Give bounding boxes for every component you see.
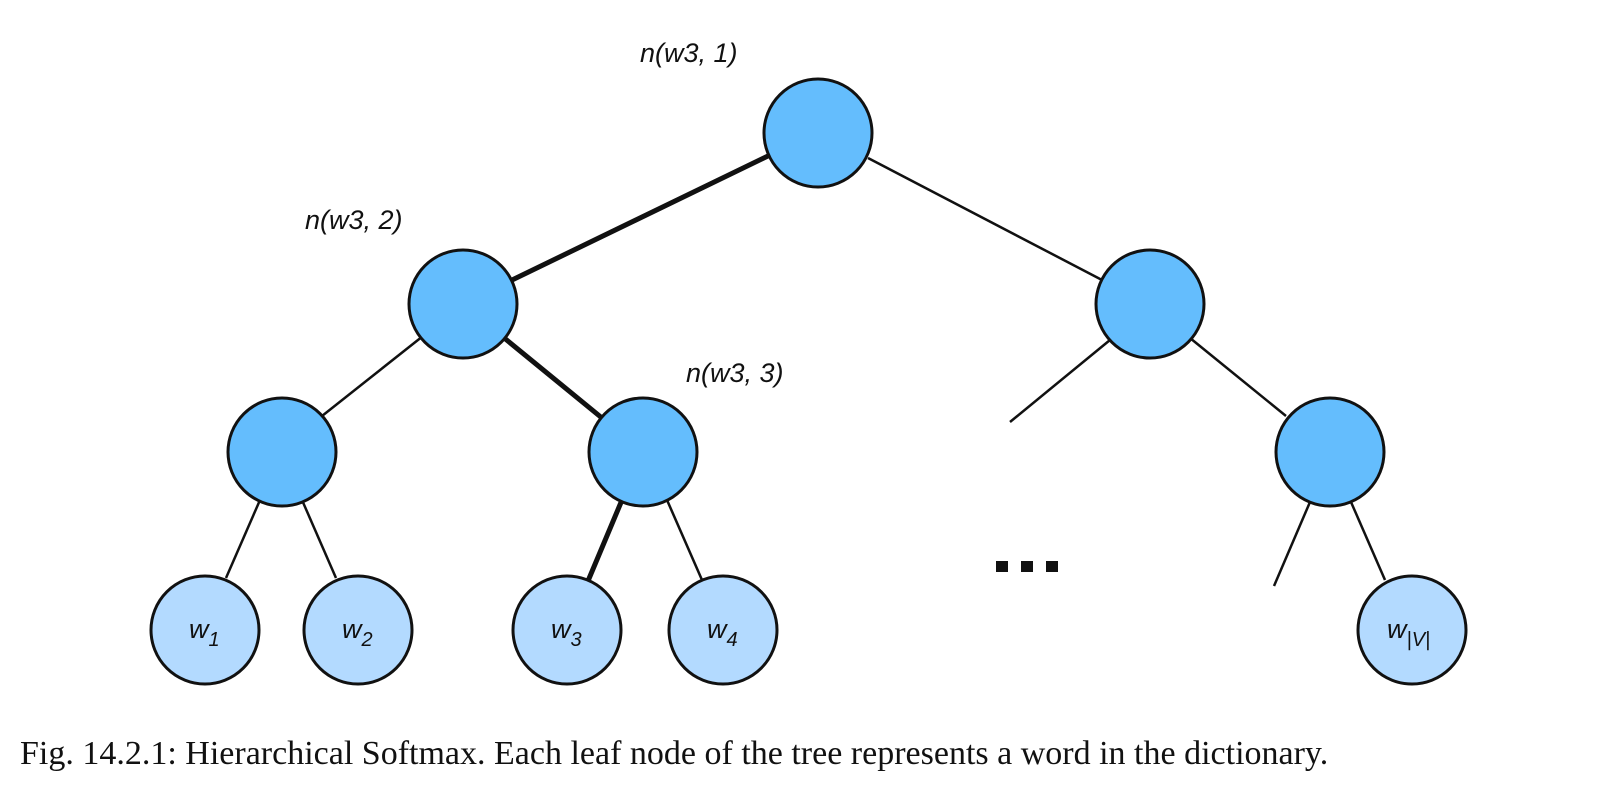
leaf-label-w2-sub: 2 — [361, 629, 373, 651]
leaf-label-w3-sub: 3 — [571, 629, 582, 651]
leaf-label-w2-base: w — [342, 614, 363, 644]
node-label-lr2: n(w3, 3) — [686, 358, 784, 388]
internal-nodes — [226, 77, 1386, 508]
leaf-label-w4-sub: 4 — [727, 629, 738, 651]
leaf-label-w2: w2 — [342, 614, 373, 651]
edge-r1-stub — [1009, 339, 1111, 423]
leaf-label-w1-sub: 1 — [209, 629, 220, 651]
edge-ll2-w1 — [224, 499, 262, 579]
leaf-nodes — [149, 574, 1468, 686]
tree-node-rr2 — [1274, 396, 1386, 508]
leaf-node-w4 — [667, 574, 779, 686]
path-edge-root-l1 — [507, 152, 773, 284]
node-label-root: n(w3, 1) — [640, 38, 738, 68]
ellipsis-marker — [996, 561, 1058, 572]
edge-root-right — [867, 156, 1103, 282]
tree-node-root — [762, 77, 874, 189]
leaf-label-w1: w1 — [189, 614, 220, 651]
ellipsis-dot — [1021, 561, 1033, 572]
ellipsis-dot — [1046, 561, 1058, 572]
tree-node-lr2 — [587, 396, 699, 508]
leaf-node-w3 — [511, 574, 623, 686]
edge-l1-ll2 — [321, 335, 424, 417]
leaf-label-w3-base: w — [551, 614, 572, 644]
tree-edges — [224, 156, 1387, 587]
leaf-label-wV-base: w — [1387, 614, 1408, 644]
leaf-label-w1-base: w — [189, 614, 210, 644]
leaf-label-w4: w4 — [707, 614, 738, 651]
path-edge-lr2-w3 — [585, 497, 625, 584]
path-edges — [500, 152, 773, 584]
leaf-node-w2 — [302, 574, 414, 686]
ellipsis-dot — [996, 561, 1008, 572]
tree-node-ll2 — [226, 396, 338, 508]
leaf-node-w1 — [149, 574, 261, 686]
tree-node-l1 — [407, 248, 519, 360]
leaf-node-wV — [1356, 574, 1468, 686]
edge-r1-rr2 — [1189, 337, 1287, 417]
leaf-label-wV: w|V| — [1387, 614, 1430, 651]
edge-lr2-w4 — [665, 499, 704, 581]
leaf-label-w3: w3 — [551, 614, 582, 651]
tree-node-r1 — [1094, 248, 1206, 360]
edge-rr2-wV — [1349, 501, 1387, 581]
leaf-label-wV-sub: |V| — [1407, 629, 1431, 651]
edge-ll2-w2 — [300, 499, 338, 579]
path-edge-l1-lr2 — [500, 334, 605, 421]
figure-caption: Fig. 14.2.1: Hierarchical Softmax. Each … — [20, 735, 1329, 772]
leaf-label-w4-base: w — [707, 614, 728, 644]
edge-rr2-stub — [1272, 501, 1312, 587]
node-label-l1: n(w3, 2) — [305, 205, 403, 235]
